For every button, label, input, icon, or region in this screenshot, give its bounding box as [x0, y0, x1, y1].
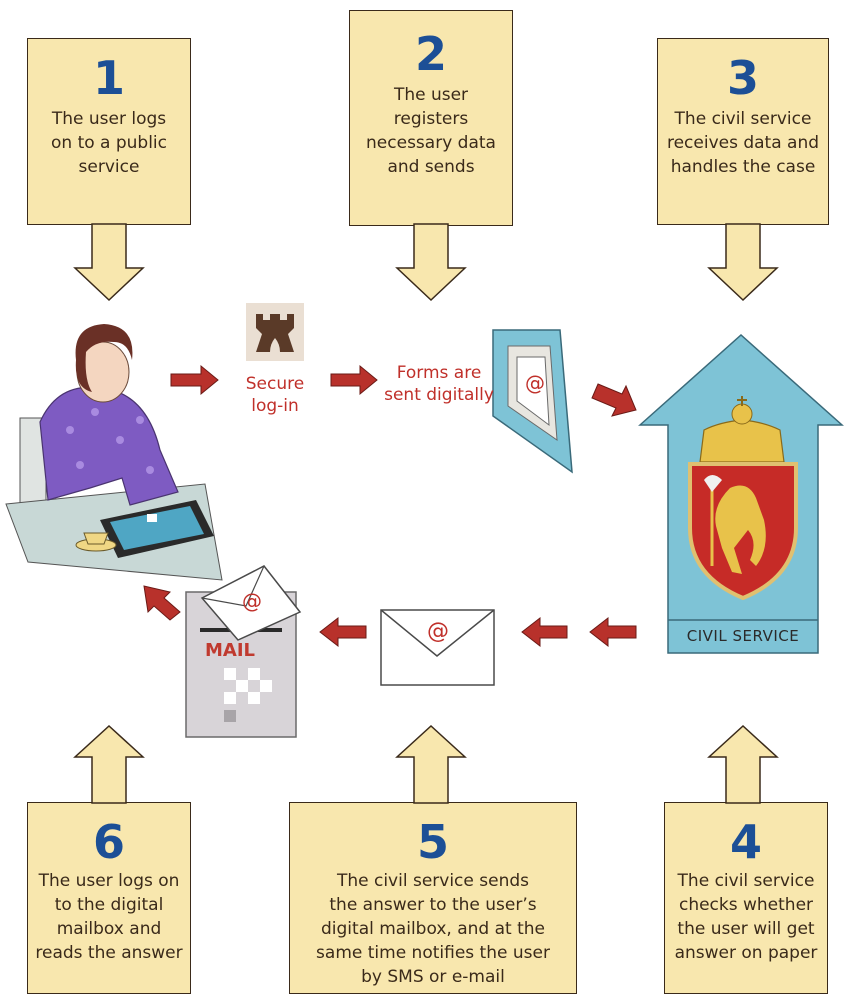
- step-1-box: 1 The user logs on to a public service: [27, 38, 191, 225]
- step-1-number: 1: [92, 51, 125, 105]
- form-tablet-icon: [492, 329, 573, 474]
- civil-service-label: CIVIL SERVICE: [686, 627, 800, 645]
- mailbox-icon: [185, 565, 302, 738]
- castle-icon: [246, 303, 304, 361]
- step-6-number: 6: [92, 815, 125, 869]
- envelope-at-symbol: @: [427, 619, 449, 644]
- red-arrow-to-civil: [591, 383, 637, 417]
- step-6-box: 6 The user logs on to the digital mailbo…: [27, 802, 191, 994]
- secure-login-label: Secure log-in: [245, 374, 305, 416]
- down-arrow-3: [707, 223, 779, 302]
- user-illustration: [5, 324, 223, 581]
- red-arrow-back-3: [319, 616, 367, 648]
- step-2-number: 2: [414, 27, 447, 81]
- red-arrow-login: [170, 364, 219, 396]
- mailbox-at-symbol: @: [242, 589, 262, 613]
- step-6-text: The user logs on to the digital mailbox …: [35, 871, 183, 963]
- step-2-box: 2 The user registers necessary data and …: [349, 10, 513, 226]
- red-arrow-forms: [330, 364, 378, 396]
- step-5-number: 5: [416, 815, 449, 869]
- step-5-text: The civil service sends the answer to th…: [316, 871, 550, 987]
- red-arrow-to-user: [143, 585, 181, 621]
- step-5-box: 5 The civil service sends the answer to …: [289, 802, 577, 994]
- step-3-number: 3: [726, 51, 759, 105]
- step-4-box: 4 The civil service checks whether the u…: [664, 802, 828, 994]
- step-3-text: The civil service receives data and hand…: [666, 109, 820, 177]
- form-at-symbol: @: [525, 371, 545, 395]
- mailbox-label: MAIL: [205, 640, 256, 661]
- up-arrow-4: [707, 724, 779, 804]
- down-arrow-2: [395, 223, 467, 302]
- envelope-icon: [380, 609, 495, 686]
- step-2-text: The user registers necessary data and se…: [366, 85, 496, 177]
- red-arrow-back-1: [589, 616, 637, 648]
- step-3-box: 3 The civil service receives data and ha…: [657, 38, 829, 225]
- step-4-number: 4: [729, 815, 762, 869]
- up-arrow-5: [395, 724, 467, 804]
- civil-service-building: [638, 333, 844, 654]
- down-arrow-1: [73, 223, 145, 302]
- step-4-text: The civil service checks whether the use…: [674, 871, 818, 963]
- up-arrow-6: [73, 724, 145, 804]
- step-1-text: The user logs on to a public service: [50, 109, 168, 177]
- forms-sent-label: Forms are sent digitally: [384, 363, 494, 405]
- red-arrow-back-2: [521, 616, 568, 648]
